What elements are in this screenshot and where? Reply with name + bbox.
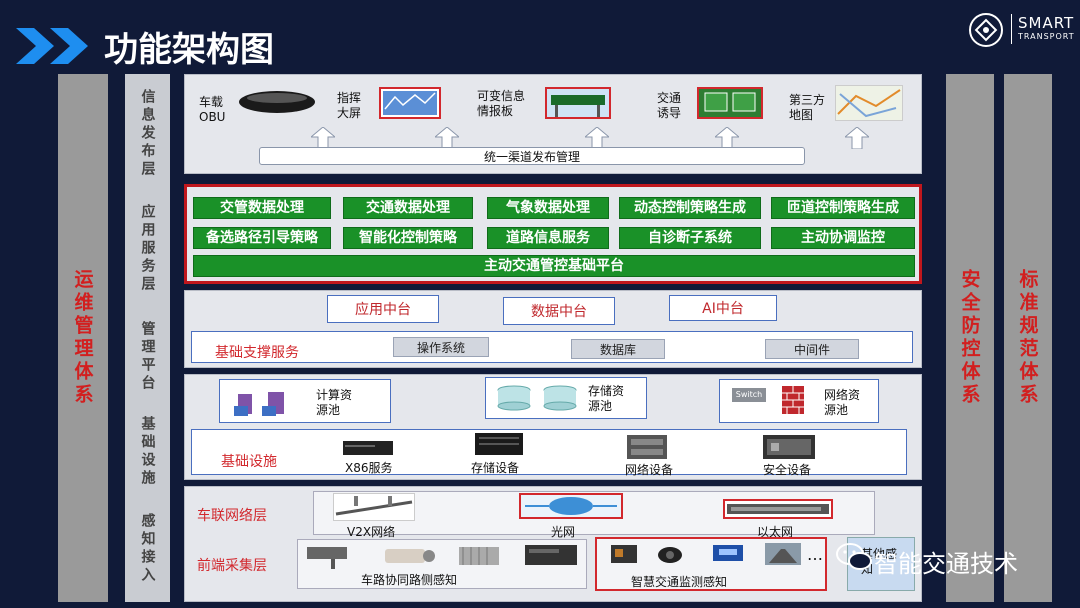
- monitor-label: 智慧交通监测感知: [631, 573, 727, 590]
- unified-publish-bar: 统一渠道发布管理: [259, 147, 805, 165]
- pool-compute: 计算资源池: [219, 379, 391, 423]
- center-app: 应用中台: [327, 295, 439, 323]
- watermark-text: 智能交通技术: [874, 544, 1018, 579]
- support-item-middleware: 中间件: [765, 339, 859, 359]
- up-arrow-icon: [845, 127, 869, 153]
- net-layer-label: 车联网络层: [197, 505, 267, 525]
- device-security: 安全设备: [763, 461, 811, 478]
- vms-board-icon: [545, 87, 611, 119]
- app-item: 匝道控制策略生成: [771, 197, 915, 219]
- dome-camera-icon: [655, 543, 685, 569]
- layer-label-column: 信息发布层 应用服务层 管理平台 基础设施 感知接入: [125, 74, 170, 602]
- right-side-label-1: 安全防控体系: [946, 74, 994, 602]
- publish-item-obu-label: 车载OBU: [199, 95, 235, 125]
- layer-label-perception: 感知接入: [125, 504, 170, 594]
- pool-network-label: 网络资源池: [824, 388, 868, 418]
- guide-sign-icon: [697, 87, 763, 119]
- ellipsis-text: …: [807, 545, 823, 564]
- display-icon: [711, 543, 745, 569]
- front-layer-label: 前端采集层: [197, 555, 267, 575]
- app-item: 道路信息服务: [487, 227, 609, 249]
- device-x86: X86服务: [345, 459, 393, 476]
- support-item-os: 操作系统: [393, 337, 489, 357]
- net-fiber: 光网: [551, 523, 575, 540]
- app-item: 主动协调监控: [771, 227, 915, 249]
- network-device-icon: [627, 435, 667, 463]
- security-device-icon: [763, 435, 815, 463]
- firewall-icon: [780, 384, 806, 420]
- storage-device-icon: [475, 433, 523, 461]
- app-item: 备选路径引导策略: [193, 227, 331, 249]
- switch-icon: Switch: [732, 388, 766, 402]
- support-item-db: 数据库: [571, 339, 665, 359]
- layer-label-infra: 基础设施: [125, 409, 170, 494]
- header-arrows: [16, 26, 94, 66]
- pool-storage: 存储资源池: [485, 377, 647, 419]
- app-item: 气象数据处理: [487, 197, 609, 219]
- device-icon: [609, 543, 639, 569]
- app-item: 交通数据处理: [343, 197, 473, 219]
- third-party-map-icon: [835, 85, 903, 121]
- layer-label-mgmt: 管理平台: [125, 314, 170, 399]
- logo-icon: [968, 12, 1004, 48]
- logo-divider: [1011, 14, 1012, 44]
- rsu-icon: [455, 543, 511, 573]
- layer-label-publish: 信息发布层: [125, 84, 170, 184]
- infra-layer: 计算资源池 存储资源池 Switch 网络资源池 基础设施 X86服务 存储设备…: [184, 374, 922, 480]
- pool-compute-label: 计算资源池: [316, 388, 360, 418]
- page-title: 功能架构图: [104, 22, 274, 71]
- edge-unit-icon: [523, 543, 579, 571]
- center-data: 数据中台: [503, 297, 615, 325]
- publish-item-screen-label: 指挥大屏: [337, 91, 367, 121]
- mgmt-layer: 应用中台 数据中台 AI中台 基础支撑服务 操作系统 数据库 中间件: [184, 290, 922, 368]
- wechat-icon: [836, 542, 872, 576]
- radar-icon: [383, 543, 439, 573]
- camera-icon: [303, 543, 363, 573]
- road-scene-icon: [765, 543, 801, 569]
- app-item: 智能化控制策略: [343, 227, 473, 249]
- right-side-label-2: 标准规范体系: [1004, 74, 1052, 602]
- perception-layer: 车联网络层 V2X网络 光网 以太网 前端采集层 车路协同路侧感知 … 智慧交通…: [184, 486, 922, 602]
- support-services-label: 基础支撑服务: [215, 342, 299, 362]
- server-tower-icon: [234, 386, 294, 422]
- app-item: 交管数据处理: [193, 197, 331, 219]
- obu-device-icon: [237, 89, 317, 115]
- storage-disk-icon: [496, 384, 580, 416]
- logo-text-transport: TRANSPORT: [1018, 32, 1075, 41]
- publish-layer: 车载OBU 指挥大屏 可变信息情报板 交通诱导 第三方地图 统一渠道发布管理: [184, 74, 922, 174]
- fiber-network-icon: [519, 493, 623, 519]
- publish-item-vms-label: 可变信息情报板: [477, 89, 535, 119]
- device-network: 网络设备: [625, 461, 673, 478]
- v2x-network-icon: [333, 493, 415, 521]
- pool-storage-label: 存储资源池: [588, 384, 632, 414]
- x86-server-icon: [343, 437, 393, 461]
- infra-label: 基础设施: [221, 451, 277, 471]
- platform-bar: 主动交通管控基础平台: [193, 255, 915, 277]
- publish-item-map-label: 第三方地图: [789, 93, 833, 123]
- roadside-label: 车路协同路侧感知: [361, 571, 457, 588]
- logo-text-smart: SMART: [1018, 14, 1074, 32]
- ethernet-switch-icon: [723, 499, 833, 519]
- pool-network: Switch 网络资源池: [719, 379, 879, 423]
- center-ai: AI中台: [669, 295, 777, 321]
- net-v2x: V2X网络: [347, 523, 395, 540]
- left-side-label: 运维管理体系: [58, 74, 108, 602]
- app-layer: 交管数据处理 交通数据处理 气象数据处理 动态控制策略生成 匝道控制策略生成 备…: [184, 184, 922, 284]
- device-storage: 存储设备: [471, 459, 519, 476]
- layer-label-app: 应用服务层: [125, 199, 170, 299]
- app-item: 动态控制策略生成: [619, 197, 761, 219]
- command-screen-icon: [379, 87, 441, 119]
- publish-item-guide-label: 交通诱导: [657, 91, 687, 121]
- app-item: 自诊断子系统: [619, 227, 761, 249]
